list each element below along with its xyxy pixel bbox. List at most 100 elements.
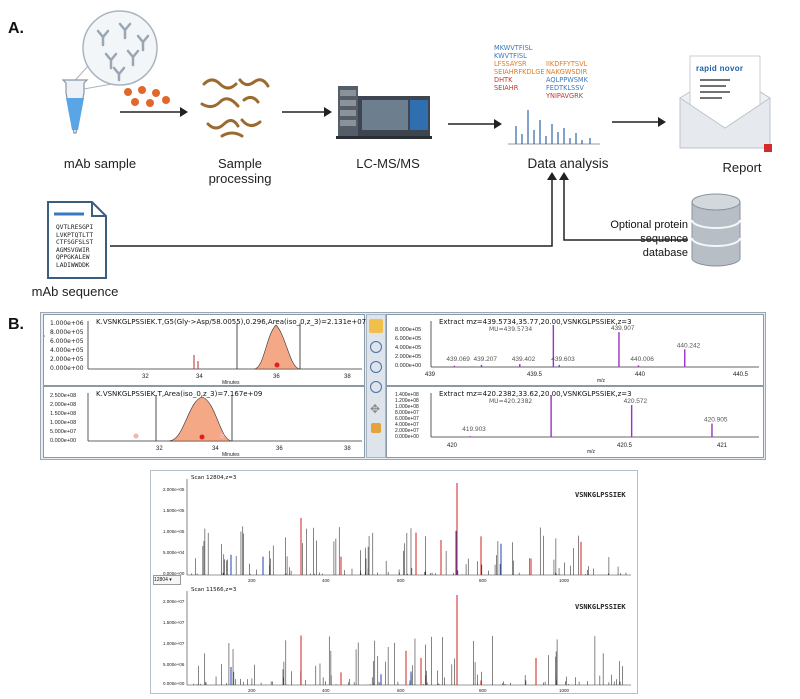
y-tick: 1.000e+06 xyxy=(50,320,84,327)
peak-label: 420.905 xyxy=(704,417,728,424)
x-tick: 440 xyxy=(635,372,646,378)
x-tick: 420 xyxy=(447,443,458,449)
zoom-in-icon[interactable] xyxy=(370,341,382,353)
y-tick: 6.000e+05 xyxy=(50,338,84,345)
x-tick: 400 xyxy=(322,688,330,693)
lcms-instrument-icon xyxy=(336,86,432,139)
x-tick: 36 xyxy=(273,374,280,380)
peptide-fragments-icon xyxy=(200,78,270,138)
x-tick: 420.5 xyxy=(617,443,633,449)
y-tick: 8.000e+07 xyxy=(395,410,419,416)
sequence-line: LVKPTQTLTT xyxy=(56,231,94,239)
x-axis-label: Minutes xyxy=(222,380,240,385)
y-tick: 4.000e+05 xyxy=(50,347,84,354)
sequence-line: LADIWWDDK xyxy=(56,261,90,269)
label-mab-sequence: mAb sequence xyxy=(31,284,119,299)
x-tick: 38 xyxy=(344,446,351,452)
x-axis-label: m/z xyxy=(597,378,606,384)
y-tick: 1.500e+08 xyxy=(50,411,76,417)
peak-label: 419.903 xyxy=(462,426,486,433)
x-tick: 34 xyxy=(212,446,219,452)
y-tick: 2.000e+07 xyxy=(163,599,185,604)
x-tick: 32 xyxy=(142,374,149,380)
y-tick: 0.000e+00 xyxy=(395,434,419,440)
y-tick: 5.000e+04 xyxy=(163,550,185,555)
x-tick: 200 xyxy=(248,578,256,583)
mab-sample-icon xyxy=(61,10,158,134)
x-axis-label: Minutes xyxy=(222,452,240,457)
x-tick: 1000 xyxy=(559,578,570,583)
peak-label: 439.603 xyxy=(551,356,575,363)
x-tick: 600 xyxy=(397,688,405,693)
y-tick: 4.000e+05 xyxy=(395,345,421,351)
report-envelope-icon xyxy=(679,55,772,152)
x-tick: 32 xyxy=(156,446,163,452)
peptide-item: FEDTKLSSV xyxy=(546,84,584,92)
y-tick: 2.500e+08 xyxy=(50,393,76,399)
peak-label: 439.402 xyxy=(512,356,536,363)
label-report: Report xyxy=(722,160,762,175)
spectrum-bottom-plot: 2.000e+07 1.500e+07 1.000e+07 5.000e+06 … xyxy=(163,591,631,693)
x-tick: 440.5 xyxy=(733,372,749,378)
tag-icon[interactable] xyxy=(369,319,383,333)
peptide-list-left: MKWVTFISL KWVTFISL LFSSAYSR SEIAHRFKDLGE… xyxy=(494,44,554,92)
arrow-icon xyxy=(120,107,188,117)
y-tick: 1.000e+05 xyxy=(163,529,185,534)
y-tick: 0.000e+00 xyxy=(163,681,185,686)
y-tick: 0.000e+00 xyxy=(50,438,76,444)
y-tick: 1.000e+07 xyxy=(163,641,185,646)
panel-b-letter: B. xyxy=(8,316,24,333)
spectrum-bottom-peptide: VSNKGLPSSIEK xyxy=(575,603,626,611)
y-tick: 1.500e+07 xyxy=(163,620,185,625)
antibody-fragments-icon xyxy=(124,86,170,107)
peak-label: 439.907 xyxy=(611,325,635,332)
connector-arrows xyxy=(110,172,688,247)
peptide-item: SEIAHR xyxy=(494,84,519,92)
move-icon[interactable]: ✥ xyxy=(370,402,381,416)
x-tick: 800 xyxy=(479,688,487,693)
y-tick: 5.000e+06 xyxy=(163,662,185,667)
y-tick: 0.000e+00 xyxy=(50,365,84,372)
label-data-analysis: Data analysis xyxy=(527,156,609,171)
spectrum-top-peptide: VSNKGLPSSIEK xyxy=(575,491,626,499)
label-lcms: LC-MS/MS xyxy=(356,156,420,171)
peptide-item: MKWVTFISL xyxy=(494,44,533,52)
spectrum-top-scan: Scan 12804,z=3 xyxy=(191,475,237,481)
y-tick: 4.000e+07 xyxy=(395,422,419,428)
y-tick: 2.000e+05 xyxy=(395,354,421,360)
peptide-item: IIKDFFYTSVL xyxy=(546,60,588,68)
peptide-item: NAKGWSDIR xyxy=(546,68,588,76)
y-tick: 0.000e+00 xyxy=(395,363,421,369)
y-tick: 2.000e+05 xyxy=(163,487,185,492)
y-tick: 2.000e+05 xyxy=(50,356,84,363)
ms-top-title: Extract mz=439.5734,35.77,20.00,VSNKGLPS… xyxy=(439,318,632,326)
scan-dropdown[interactable]: 12804 ▾ xyxy=(153,575,181,585)
arrow-icon xyxy=(612,117,666,127)
y-tick: 6.000e+05 xyxy=(395,336,421,342)
scan-dropdown-value: 12804 xyxy=(154,577,168,583)
y-tick: 6.000e+07 xyxy=(395,416,419,422)
zoom-reset-icon[interactable] xyxy=(370,381,382,393)
x-tick: 421 xyxy=(717,443,728,449)
x-tick: 200 xyxy=(248,688,256,693)
x-tick: 36 xyxy=(276,446,283,452)
sequence-line: QVTLRESGPI xyxy=(56,224,94,231)
label-optional-db: Optional protein sequence database xyxy=(610,219,688,259)
lock-icon[interactable] xyxy=(371,423,381,433)
peptide-item: DHTK xyxy=(494,76,513,84)
zoom-out-icon[interactable] xyxy=(370,361,382,373)
sequence-line: QPPGKALEW xyxy=(56,254,90,262)
ms-bottom-title: Extract mz=420.2382,33.62,20.00,VSNKGLPS… xyxy=(439,390,632,398)
ms-bottom-subtitle: MU=420.2382 xyxy=(489,398,533,405)
sequence-line: AGMSVGWIR xyxy=(56,246,90,254)
x-tick: 439.5 xyxy=(527,372,543,378)
y-tick: 8.000e+05 xyxy=(395,327,421,333)
label-mab-sample: mAb sample xyxy=(63,156,137,171)
label-sample-processing: Sample processing xyxy=(208,156,272,186)
peptide-item: AQLPPWSMK xyxy=(546,76,588,84)
xic-top-title: K.VSNKGLPSSIEK.T,G5(Gly->Asp/58.0055),0.… xyxy=(96,318,367,326)
x-tick: 600 xyxy=(397,578,405,583)
mini-spectrum-icon xyxy=(508,110,600,145)
ms-top-plot: 8.000e+05 6.000e+05 4.000e+05 2.000e+05 … xyxy=(395,321,759,384)
